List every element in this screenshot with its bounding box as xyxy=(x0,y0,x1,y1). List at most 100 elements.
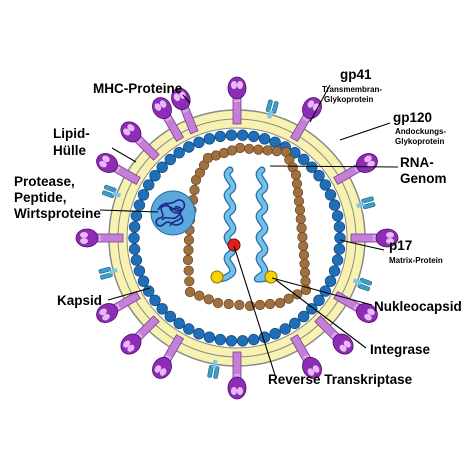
matrix-bead xyxy=(269,328,281,340)
matrix-bead xyxy=(130,254,143,266)
capsid-bead xyxy=(194,290,205,301)
label-protease-1: Protease, xyxy=(14,174,75,189)
capsid-bead xyxy=(274,297,286,309)
mhc-protein-icon xyxy=(101,184,122,199)
capsid-bead xyxy=(296,222,307,234)
capsid-bead xyxy=(212,297,224,309)
matrix-bead xyxy=(193,328,205,340)
matrix-bead xyxy=(143,285,155,297)
label-gp120-sub-2: Glykoprotein xyxy=(395,137,444,146)
matrix-bead xyxy=(298,153,310,166)
matrix-bead xyxy=(225,129,238,141)
capsid-bead xyxy=(283,293,294,304)
matrix-bead xyxy=(143,179,155,191)
capsid-bead xyxy=(293,196,305,207)
gp120-gp41-spike xyxy=(152,97,185,142)
gp120-gp41-spike xyxy=(96,290,141,323)
matrix-bead xyxy=(183,141,195,153)
matrix-bead xyxy=(298,310,310,323)
matrix-bead xyxy=(289,317,301,329)
mhc-protein-icon xyxy=(352,277,373,292)
label-p17-sub: Matrix-Protein xyxy=(389,256,443,265)
capsid-bead xyxy=(184,276,195,287)
gp120-gp41-spike xyxy=(314,315,354,355)
gp120-gp41-spike xyxy=(350,228,399,248)
matrix-bead xyxy=(319,179,331,191)
capsid-bead xyxy=(262,145,273,156)
matrix-bead xyxy=(306,303,318,315)
label-mhc: MHC-Proteine xyxy=(93,81,183,96)
gp120-gp41-spike xyxy=(120,315,160,355)
gp120-gp41-spike xyxy=(75,228,124,248)
matrix-bead xyxy=(334,232,346,244)
matrix-bead xyxy=(248,130,260,143)
gp120-gp41-spike xyxy=(152,334,185,379)
matrix-bead xyxy=(313,294,325,306)
rna-genome xyxy=(212,166,274,283)
capsid-bead-cone xyxy=(182,142,312,312)
gp120-gp41-spike xyxy=(120,121,160,161)
capsid-bead xyxy=(184,286,196,298)
capsid-bead xyxy=(291,178,303,189)
label-protease-2: Peptide, xyxy=(14,190,67,205)
matrix-bead xyxy=(164,153,177,166)
matrix-bead xyxy=(203,331,216,343)
glycoprotein-spikes xyxy=(75,76,399,400)
integrase-dot-left xyxy=(210,270,224,284)
matrix-bead xyxy=(214,333,227,346)
gp120-gp41-spike xyxy=(227,76,247,125)
label-kapsid: Kapsid xyxy=(57,293,102,308)
label-p17: p17 xyxy=(389,238,412,253)
matrix-bead xyxy=(128,221,141,233)
capsid-bead xyxy=(292,187,304,198)
matrix-bead xyxy=(328,199,341,211)
matrix-bead xyxy=(156,161,168,173)
label-gp120: gp120 xyxy=(393,110,432,125)
capsid-bead xyxy=(264,298,276,310)
capsid-bead xyxy=(298,240,309,252)
matrix-bead xyxy=(128,243,141,255)
capsid-bead xyxy=(226,145,238,156)
matrix-bead xyxy=(258,133,271,145)
capsid-bead xyxy=(300,276,311,287)
capsid-bead xyxy=(297,231,308,243)
gp120-gp41-spike xyxy=(289,97,322,142)
label-reverse-transkriptase: Reverse Transkriptase xyxy=(268,372,413,387)
matrix-bead xyxy=(333,221,346,233)
matrix-bead-ring xyxy=(128,129,346,347)
matrix-bead xyxy=(306,161,318,173)
matrix-bead xyxy=(173,147,185,159)
capsid-bead xyxy=(189,184,200,196)
integrase-dot-right xyxy=(264,270,278,284)
capsid-bead xyxy=(223,298,234,310)
capsid-bead xyxy=(298,249,310,261)
label-protease-3: Wirtsproteine xyxy=(14,206,101,221)
capsid-bead xyxy=(271,146,282,157)
label-gp120-sub-1: Andockungs- xyxy=(395,127,446,136)
matrix-bead xyxy=(164,310,177,323)
matrix-bead xyxy=(203,133,216,145)
matrix-bead xyxy=(128,232,140,244)
capsid-bead xyxy=(299,258,310,269)
matrix-bead xyxy=(183,323,195,335)
capsid-bead xyxy=(234,299,245,311)
capsid-bead xyxy=(203,294,214,305)
label-rna-2: Genom xyxy=(400,171,447,186)
matrix-bead xyxy=(214,130,227,143)
matrix-bead xyxy=(133,265,146,277)
capsid-bead xyxy=(183,244,194,256)
matrix-bead xyxy=(248,333,260,346)
gp120-gp41-spike xyxy=(289,334,322,379)
matrix-bead xyxy=(269,136,281,149)
matrix-bead xyxy=(324,189,337,201)
matrix-bead xyxy=(193,136,205,149)
matrix-bead xyxy=(156,303,168,315)
matrix-bead xyxy=(225,335,238,347)
label-integrase: Integrase xyxy=(370,342,431,357)
capsid-bead xyxy=(295,213,306,225)
matrix-bead xyxy=(130,210,143,222)
mhc-protein-icon xyxy=(98,266,118,280)
gp120-gp41-spike xyxy=(96,153,141,186)
capsid-bead xyxy=(183,234,195,246)
